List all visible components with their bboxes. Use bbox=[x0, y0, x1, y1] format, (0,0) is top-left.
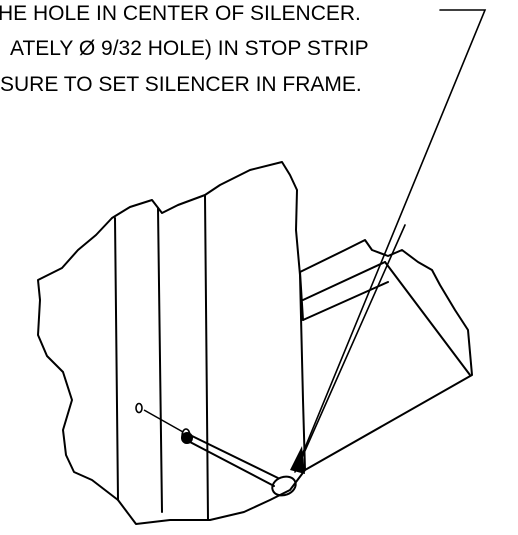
leader-arrowhead bbox=[290, 446, 305, 474]
stop-strip-hole bbox=[135, 402, 143, 414]
frame-section bbox=[299, 239, 473, 471]
note-line-3: SURE TO SET SILENCER IN FRAME. bbox=[0, 73, 362, 96]
note-line-2: ATELY Ø 9/32 HOLE) IN STOP STRIP bbox=[10, 37, 369, 60]
note-line-1: HE HOLE IN CENTER OF SILENCER. bbox=[0, 2, 361, 25]
silencer-icon bbox=[181, 428, 193, 444]
wire-pin-icon bbox=[189, 435, 297, 497]
alignment-line bbox=[143, 409, 184, 433]
door-panel bbox=[37, 161, 306, 525]
